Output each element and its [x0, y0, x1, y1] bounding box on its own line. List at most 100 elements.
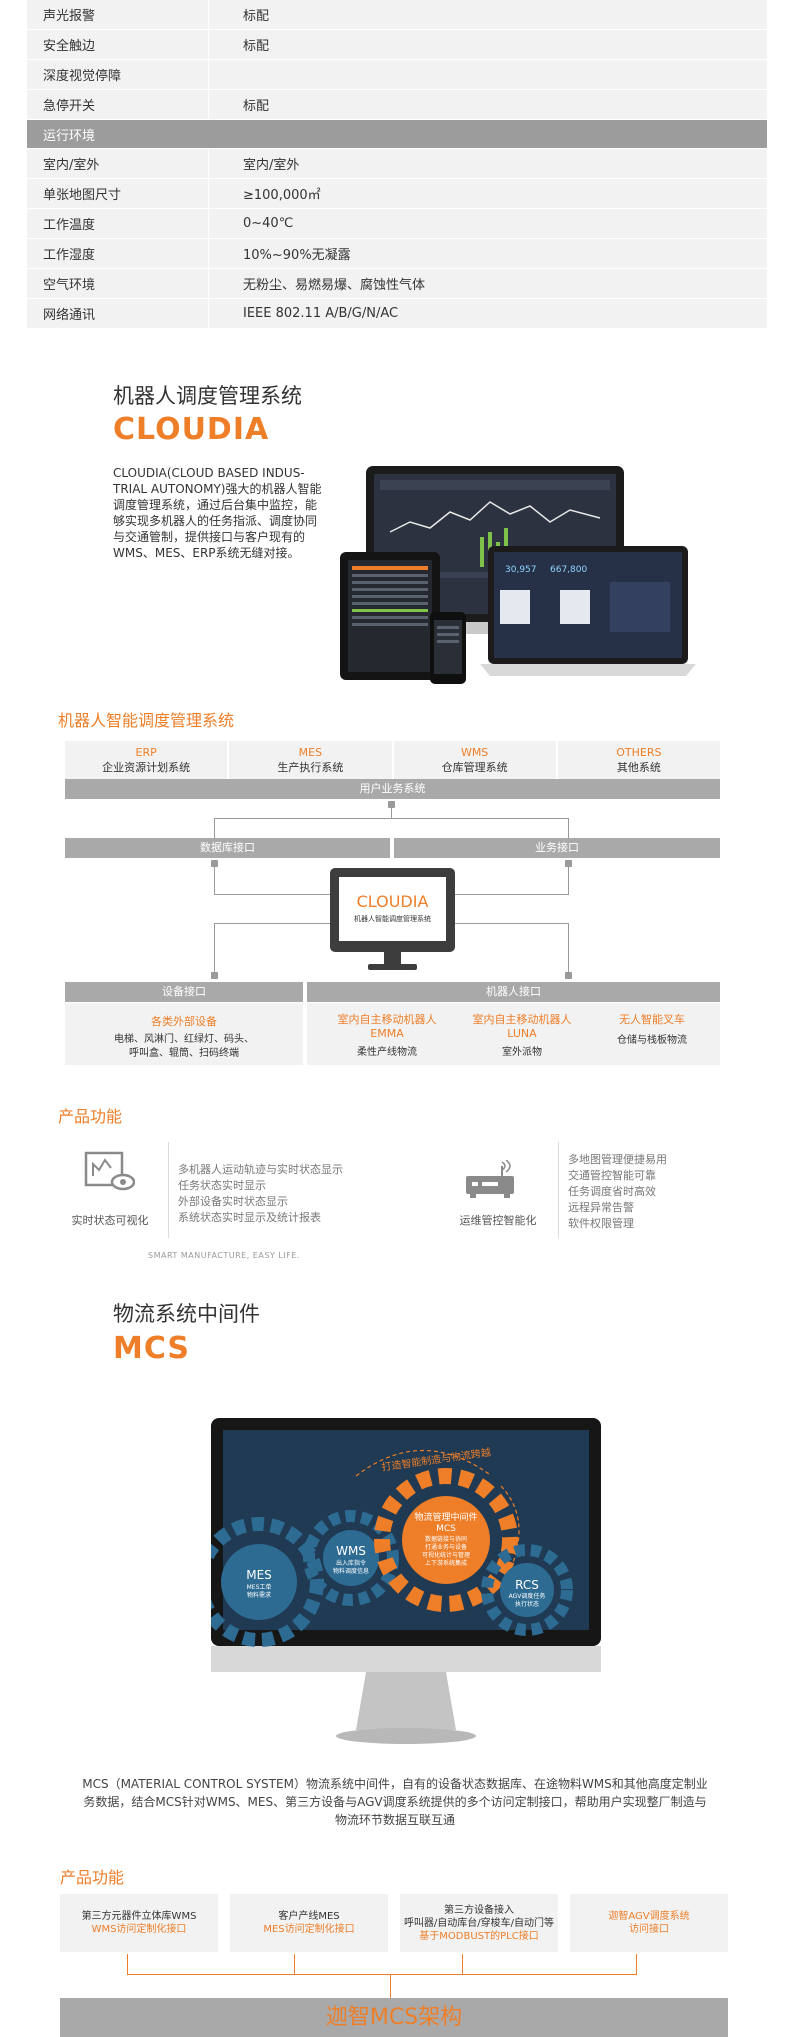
- spec-value: [209, 60, 767, 89]
- spec-key: 声光报警: [27, 0, 209, 29]
- spec-value: 标配: [243, 39, 270, 54]
- connector-line: [462, 1954, 463, 1974]
- connector-line: [568, 818, 569, 838]
- spec-section-header: 运行环境: [27, 120, 767, 149]
- spec-table: 声光报警 标配 安全触边 标配 深度视觉停障 急停开关 标配 运行环境 室内/室…: [27, 0, 767, 329]
- ops-intelligent-label: 运维管控智能化: [459, 1214, 537, 1227]
- connector-line: [391, 808, 392, 818]
- connector-line: [214, 818, 215, 838]
- spec-row: 工作温度 0~40℃: [27, 209, 767, 239]
- spec-row: 网络通讯 IEEE 802.11 A/B/G/N/AC: [27, 299, 767, 329]
- connector-dot: [211, 972, 218, 979]
- mcs-monitor-illustration: 打造智能制造与物流跨越 物流管理中间件 MCS 数据链接与协同 打通业务与设备 …: [194, 1418, 601, 1750]
- box-title: 各类外部设备: [151, 1015, 217, 1028]
- connector-dot: [211, 860, 218, 867]
- spec-key: 单张地图尺寸: [27, 179, 209, 208]
- business-systems-row: ERP 企业资源计划系统 MES 生产执行系统 WMS 仓库管理系统 OTHER…: [65, 741, 720, 779]
- cell-line: 第三方设备接入: [444, 1904, 514, 1916]
- feature-item: 任务调度省时高效: [568, 1185, 656, 1198]
- gear-rcs-sub: AGV调度任务 执行状态: [508, 1593, 546, 1608]
- spec-value: 标配: [243, 9, 270, 24]
- connector-line: [294, 1954, 295, 1974]
- gear-mes-sub: MES工单 物料需求: [246, 1584, 272, 1599]
- connector-line: [214, 866, 215, 894]
- feature-item: 外部设备实时状态显示: [178, 1195, 288, 1208]
- system-cell-mes: MES 生产执行系统: [229, 741, 392, 779]
- feature-item: 远程异常告警: [568, 1201, 634, 1214]
- box-title: 室内自主移动机器人 EMMA: [337, 1013, 437, 1040]
- system-code: WMS: [460, 746, 489, 759]
- spec-value: 标配: [243, 99, 270, 114]
- router-icon: [462, 1159, 518, 1202]
- monitor-subtitle: 机器人智能调度管理系统: [354, 915, 431, 923]
- interface-cell-mes: 客户产线MES MES访问定制化接口: [230, 1894, 388, 1952]
- gear-mcs-line: 上下游系统集成: [424, 1560, 467, 1567]
- system-cell-wms: WMS 仓库管理系统: [393, 741, 556, 779]
- feature-item: 系统状态实时显示及统计报表: [178, 1211, 321, 1224]
- box-line: 室外派物: [502, 1047, 542, 1058]
- spec-row: 空气环境 无粉尘、易燃易爆、腐蚀性气体: [27, 269, 767, 299]
- robot-interface-bar: 机器人接口: [307, 982, 720, 1002]
- connector-dot: [388, 801, 395, 808]
- box-line: 电梯、风淋门、红绿灯、码头、: [114, 1034, 254, 1045]
- spec-key: 空气环境: [27, 269, 209, 298]
- spec-key: 工作温度: [27, 209, 209, 238]
- mcs-architecture-bar: 迦智MCS架构: [60, 1998, 728, 2037]
- connector-dot: [565, 972, 572, 979]
- svg-text:667,800: 667,800: [550, 565, 587, 575]
- connector-line: [568, 866, 569, 894]
- database-interface-bar: 数据库接口: [65, 838, 390, 858]
- device-interface-bar: 设备接口: [65, 982, 303, 1002]
- cell-line: 第三方元器件立体库WMS: [81, 1911, 197, 1922]
- spec-row: 工作湿度 10%~90%无凝露: [27, 239, 767, 269]
- spec-value: 无粉尘、易燃易爆、腐蚀性气体: [243, 278, 426, 293]
- spec-value: 0~40℃: [243, 216, 294, 231]
- connector-line: [127, 1974, 637, 1975]
- box-line: 柔性产线物流: [357, 1047, 417, 1058]
- robot-emma: 室内自主移动机器人 EMMA 柔性产线物流: [322, 1013, 452, 1058]
- connector-line: [390, 1974, 391, 1998]
- cell-orange-line: 基于MODBUST的PLC接口: [419, 1930, 539, 1942]
- connector-line: [127, 1954, 128, 1974]
- svg-text:30,957: 30,957: [505, 565, 537, 575]
- system-cell-erp: ERP 企业资源计划系统: [65, 741, 228, 779]
- connector-line: [455, 923, 569, 924]
- spec-key: 急停开关: [27, 90, 209, 119]
- system-name: 其他系统: [616, 761, 661, 774]
- product-function-title-2: 产品功能: [60, 1868, 125, 1887]
- divider: [168, 1142, 169, 1238]
- gear-mcs-line: 可视化统计与管理: [421, 1552, 470, 1559]
- gear-mcs-title: 物流管理中间件 MCS: [414, 1513, 478, 1534]
- gear-mcs-line: 数据链接与协同: [424, 1536, 467, 1543]
- monitor-eye-icon: [83, 1150, 136, 1196]
- spec-key: 网络通讯: [27, 299, 209, 328]
- cell-orange-line: 迦智AGV调度系统 访问接口: [608, 1911, 690, 1935]
- user-systems-bar: 用户业务系统: [65, 779, 720, 799]
- business-interface-bar: 业务接口: [394, 838, 720, 858]
- spec-row: 急停开关 标配: [27, 90, 767, 120]
- spec-key: 深度视觉停障: [27, 60, 209, 89]
- connector-dot: [565, 860, 572, 867]
- spec-key: 安全触边: [27, 30, 209, 59]
- cell-line: 客户产线MES: [278, 1911, 340, 1922]
- realtime-visual-label: 实时状态可视化: [71, 1214, 149, 1227]
- mcs-brand: MCS: [113, 1331, 191, 1366]
- connector-line: [214, 894, 330, 895]
- spec-key: 工作湿度: [27, 239, 209, 268]
- spec-value: 室内/室外: [243, 158, 300, 173]
- connector-line: [455, 894, 569, 895]
- ops-features-list: 多地图管理便捷易用 交通管控智能可靠 任务调度省时高效 远程异常告警 软件权限管…: [568, 1152, 667, 1232]
- system-name: 仓库管理系统: [441, 761, 508, 774]
- gear-mcs-lines: 数据链接与协同 打通业务与设备 可视化统计与管理 上下游系统集成: [407, 1536, 485, 1568]
- spec-row: 安全触边 标配: [27, 30, 767, 60]
- box-line: 仓储与栈板物流: [617, 1035, 687, 1046]
- feature-item: 软件权限管理: [568, 1217, 634, 1230]
- cloudia-title: 机器人调度管理系统: [113, 384, 302, 408]
- interface-cell-agv: 迦智AGV调度系统 访问接口: [570, 1894, 728, 1952]
- spec-row: 深度视觉停障: [27, 60, 767, 90]
- system-name: 企业资源计划系统: [102, 761, 191, 774]
- devices-illustration: 30,957 667,800: [340, 462, 712, 694]
- product-function-title: 产品功能: [58, 1107, 123, 1126]
- gear-wms-sub: 出入库指令 物料调度信息: [332, 1560, 369, 1575]
- connector-line: [568, 923, 569, 974]
